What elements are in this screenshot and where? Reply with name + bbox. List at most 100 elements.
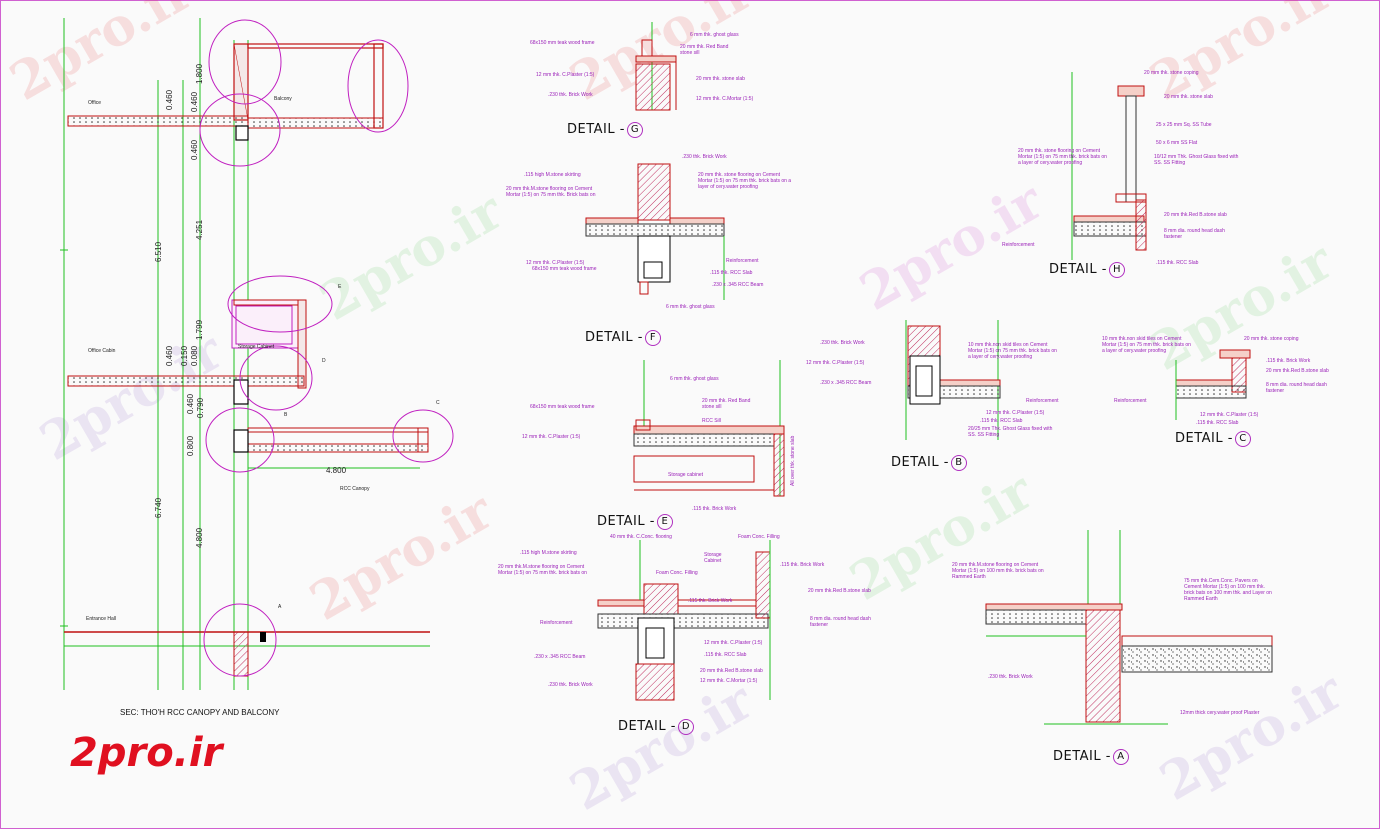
detail-b-linework	[905, 320, 1001, 440]
note: 8 mm dia. round head dash fastener	[1164, 228, 1225, 240]
dim-label: 1.800	[195, 63, 204, 84]
note: .115 thk. Brick Work	[688, 598, 733, 604]
note: .115 high M.stone skirting	[524, 172, 581, 178]
note: 20 mm thk. stone flooring on Cement Mort…	[1018, 148, 1107, 166]
note: .230 thk. Brick Work	[548, 682, 593, 688]
callout-label-e: E	[338, 284, 342, 290]
note: .115 thk. RCC Slab	[704, 652, 747, 658]
note: 12 mm thk. C.Mortar (1:5)	[700, 678, 758, 684]
dim-label: 4.800	[195, 527, 204, 548]
dim-label: 0.790	[196, 397, 205, 418]
room-label-office-cabin: Office Cabin	[88, 348, 116, 354]
note: 12 mm thk. C.Mortar (1:5)	[696, 96, 754, 102]
callout-label-a: A	[278, 604, 282, 610]
note: 6 mm thk. ghost glass	[670, 376, 719, 382]
detail-c-title: DETAIL -C	[1175, 431, 1251, 447]
note: Reinforcement	[726, 258, 759, 264]
note: Reinforcement	[1114, 398, 1147, 404]
note: Foam Conc. Filling	[738, 534, 780, 540]
note: 20 mm thk.M.stone flooring on Cement Mor…	[506, 186, 596, 198]
note: 20 mm thk. Red Band stone sill	[702, 398, 751, 410]
section-linework	[60, 18, 454, 690]
note: 10 mm thk.non skid tiles on Cement Morta…	[968, 342, 1057, 360]
detail-f-title: DETAIL -F	[585, 330, 661, 346]
note: .230 thk. Brick Work	[682, 154, 727, 160]
detail-e-marker: E	[656, 514, 673, 530]
detail-h-marker: H	[1108, 262, 1125, 278]
note: 68x150 mm teak wood frame	[530, 404, 595, 410]
detail-h-linework	[1071, 72, 1147, 260]
note: .115 high M.stone skirting	[520, 550, 577, 556]
note: All over thk. stone slab	[790, 435, 796, 486]
note: 68x150 mm teak wood frame	[532, 266, 597, 272]
note: 20 mm thk. Red Band stone sill	[680, 44, 729, 56]
detail-d-title: DETAIL -D	[618, 719, 694, 735]
room-label-rcc-canopy: RCC Canopy	[340, 486, 370, 492]
callout-label-b: B	[284, 412, 288, 418]
note: .230 thk. Brick Work	[988, 674, 1033, 680]
detail-a-marker: A	[1112, 749, 1129, 765]
note: 75 mm thk.Cem.Conc. Pavers on Cement Mor…	[1184, 578, 1272, 602]
note: .115 thk. Brick Work	[780, 562, 825, 568]
callout-label-c: C	[436, 400, 440, 406]
detail-b-title: DETAIL -B	[891, 455, 967, 471]
note: 20 mm thk. stone coping	[1144, 70, 1199, 76]
callout-label-d: D	[322, 358, 326, 364]
detail-a-title: DETAIL -A	[1053, 749, 1129, 765]
note: 20 mm thk. stone slab	[1164, 94, 1213, 100]
note: .230 thk. Brick Work	[548, 92, 593, 98]
note: 20 mm thk.Red B.stone slab	[700, 668, 763, 674]
detail-g-linework	[635, 22, 677, 111]
note: 12 mm thk. C.Plaster (1:5)	[1200, 412, 1259, 418]
dim-label: 4.251	[195, 219, 204, 240]
dim-label: 6.740	[154, 497, 163, 518]
note: 12 mm thk. C.Plaster (1:5)	[704, 640, 763, 646]
dim-label: 0.460	[190, 139, 199, 160]
dim-label: 0.460	[190, 91, 199, 112]
room-label-storage-cabinet: Storage Cabinet	[238, 344, 275, 350]
detail-f-marker: F	[644, 330, 661, 346]
note: .115 thk. Brick Work	[1266, 358, 1311, 364]
detail-b-marker: B	[950, 455, 967, 471]
note: 50 x 6 mm SS Flat	[1156, 140, 1198, 146]
note: 25 x 25 mm Sq. SS Tube	[1156, 122, 1212, 128]
note: 12 mm thk. C.Plaster (1:5)	[986, 410, 1045, 416]
note: 12 mm thk. C.Plaster (1:5)	[536, 72, 595, 78]
dim-label: 0.080	[190, 345, 199, 366]
detail-e-title: DETAIL -E	[597, 514, 673, 530]
note: .230 x .345 RCC Beam	[712, 282, 764, 288]
note: .115 thk. RCC Slab	[1156, 260, 1199, 266]
dim-label: 0.800	[186, 435, 195, 456]
note: 20 mm thk.Red B.stone slab	[808, 588, 871, 594]
dim-label: 1.799	[195, 319, 204, 340]
note: .230 thk. Brick Work	[820, 340, 865, 346]
detail-h-title: DETAIL -H	[1049, 262, 1125, 278]
detail-d-marker: D	[677, 719, 694, 735]
note: 6 mm thk. ghost glass	[690, 32, 739, 38]
note: 20 mm thk.Red B.stone slab	[1164, 212, 1227, 218]
note: Storage cabinet	[668, 472, 704, 478]
note: .115 thk. RCC Slab	[710, 270, 753, 276]
note: 20 mm thk. stone coping	[1244, 336, 1299, 342]
note: Storage Cabinet	[704, 552, 722, 564]
dim-label: 0.460	[165, 345, 174, 366]
section-title: SEC: THO'H RCC CANOPY AND BALCONY	[120, 708, 280, 717]
detail-g-marker: G	[626, 122, 643, 138]
dim-label: 0.150	[180, 345, 189, 366]
note: 6 mm thk. ghost glass	[666, 304, 715, 310]
note: Foam Conc. Filling	[656, 570, 698, 576]
note: 8 mm dia. round head dash fastener	[810, 616, 871, 628]
note: 20 mm thk.M.stone flooring on Cement Mor…	[952, 562, 1044, 580]
note: 20 mm thk. stone slab	[696, 76, 745, 82]
detail-g-title: DETAIL -G	[567, 122, 643, 138]
note: 10 mm thk.non skid tiles on Cement Morta…	[1102, 336, 1191, 354]
note: .115 thk. RCC Slab	[1196, 420, 1239, 426]
brand-logo: 2pro.ir	[70, 730, 223, 776]
detail-d-linework	[597, 540, 771, 701]
note: .230 x .345 RCC Beam	[820, 380, 872, 386]
note: 12 mm thk. C.Plaster (1:5)	[806, 360, 865, 366]
note: 20 mm thk.M.stone flooring on Cement Mor…	[498, 564, 587, 576]
note: 68x150 mm teak wood frame	[530, 40, 595, 46]
